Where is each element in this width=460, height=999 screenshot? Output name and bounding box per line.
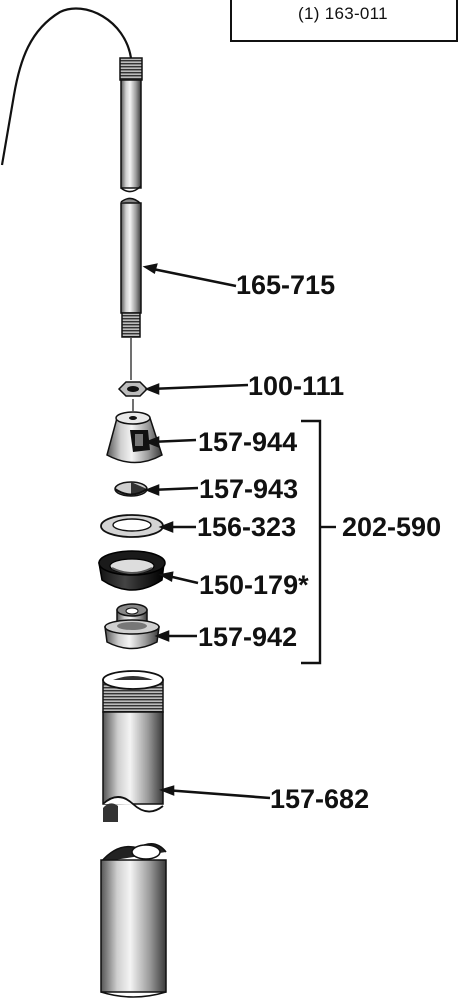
part-label-157-942: 157-942	[198, 622, 298, 652]
header-box: (1) 163-011	[230, 0, 458, 42]
part-label-150-179: 150-179*	[199, 570, 309, 600]
fitting-part	[104, 603, 160, 650]
assembly-label-202-590: 202-590	[342, 512, 442, 542]
header-box-text: (1) 163-011	[298, 4, 388, 23]
part-label-157-682: 157-682	[270, 784, 370, 814]
leader-lines	[142, 263, 271, 800]
washer-part	[100, 514, 164, 538]
part-label-165-715: 165-715	[236, 270, 336, 300]
part-label-100-111: 100-111	[248, 371, 345, 401]
antenna-wire	[0, 7, 133, 166]
part-label-157-944: 157-944	[198, 427, 298, 457]
tube-part	[100, 670, 167, 998]
cup-part	[98, 550, 166, 591]
disc-part	[114, 481, 148, 497]
nut-part	[117, 381, 149, 411]
assembly-bracket	[301, 419, 336, 665]
cap-part	[106, 411, 163, 464]
part-label-156-323: 156-323	[197, 512, 297, 542]
rod-part	[119, 57, 143, 380]
part-label-157-943: 157-943	[199, 474, 299, 504]
